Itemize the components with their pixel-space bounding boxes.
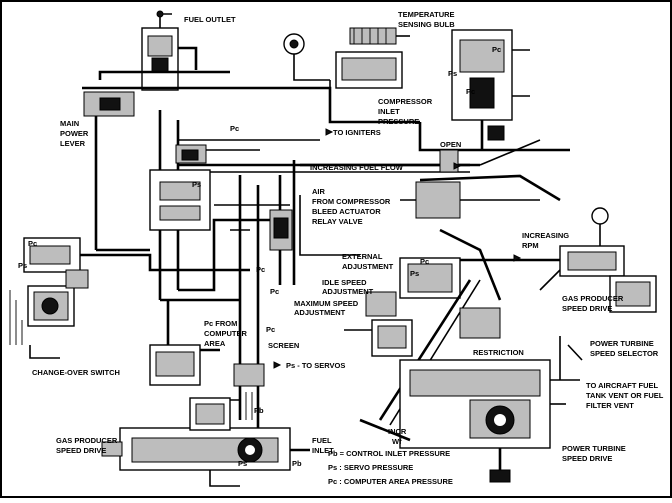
power-turbine-drive [359,336,583,483]
tag-pb-pump: Pb [292,459,302,468]
tag-ps-left: Ps [18,261,27,270]
label-air-4: RELAY VALVE [312,217,363,226]
temperature-sensing-bulb [283,27,410,96]
label-fuel-inlet-1: FUEL [312,436,332,445]
label-gas-producer-left-2: SPEED DRIVE [56,446,106,455]
label-wf: Wf [392,437,402,446]
legend-pc: Pc : COMPUTER AREA PRESSURE [328,477,453,486]
legend-pb: Pb = CONTROL INLET PRESSURE [328,449,450,458]
fuel-flow-rod [300,139,541,173]
tag-ps-adjust: Ps [410,269,419,278]
label-air-2: FROM COMPRESSOR [312,197,391,206]
label-main-lever-1: MAIN [60,119,79,128]
label-increasing-rpm-1: INCREASING [522,231,569,240]
tag-ps-pump: Ps [238,459,247,468]
adjustment-mechanism [344,257,501,426]
label-restriction: RESTRICTION [473,348,524,357]
label-vent-1: TO AIRCRAFT FUEL [586,381,658,390]
label-main-lever-2: POWER [60,129,89,138]
tag-pc-screen: Pc [266,325,275,334]
label-screen: SCREEN [268,341,299,350]
label-pt-drive-2: SPEED DRIVE [562,454,612,463]
label-incr: INCR [388,427,407,436]
label-changeover-switch: CHANGE-OVER SWITCH [32,368,120,377]
label-gas-producer-right-2: SPEED DRIVE [562,304,612,313]
label-max-adjustment-2: ADJUSTMENT [294,308,346,317]
changeover-switch-assembly [9,237,250,359]
label-gas-producer-left-1: GAS PRODUCER [56,436,118,445]
label-vent-3: FILTER VENT [586,401,634,410]
label-to-igniters: TO IGNITERS [333,128,381,137]
label-air-3: BLEED ACTUATOR [312,207,381,216]
label-pt-selector-1: POWER TURBINE [590,339,654,348]
legend-ps: Ps : SERVO PRESSURE [328,463,413,472]
label-open: OPEN [440,140,461,149]
label-increasing-rpm-2: RPM [522,241,539,250]
tag-pc-center: Pc [256,265,265,274]
label-max-adjustment-1: MAXIMUM SPEED [294,299,359,308]
tag-pc-center-top: Pc [230,124,239,133]
label-vent-2: TANK VENT OR FUEL [586,391,664,400]
main-power-lever [83,91,207,164]
flow-arrows [273,128,522,369]
label-pc-from-2: COMPUTER [204,329,248,338]
label-idle-adjustment-1: IDLE SPEED [322,278,367,287]
fuel-outlet-valve [141,10,198,91]
tag-pc-top-right-lower: Pc [466,87,475,96]
label-temp-bulb-2: SENSING BULB [398,20,455,29]
tag-pc-left: Pc [28,239,37,248]
tag-pb-column: Pb [254,406,264,415]
label-pc-from-3: AREA [204,339,226,348]
tag-ps-top-right: Ps [448,69,457,78]
center-valve-block [149,169,293,251]
label-pt-drive-1: POWER TURBINE [562,444,626,453]
tag-pc-center-lower: Pc [270,287,279,296]
tag-ps-center: Ps [192,180,201,189]
label-ps-to-servos: Ps - TO SERVOS [286,361,345,370]
tag-pc-top-right: Pc [492,45,501,54]
label-increasing-fuel-flow: INCREASING FUEL FLOW [310,163,404,172]
tag-pc-adjust: Pc [420,257,429,266]
speed-governor [400,174,657,313]
label-compressor-inlet-3: PRESSURE [378,117,419,126]
label-main-lever-3: LEVER [60,139,86,148]
label-idle-adjustment-2: ADJUSTMENT [322,287,374,296]
label-temp-bulb-1: TEMPERATURE [398,10,455,19]
label-fuel-inlet-2: INLET [312,446,334,455]
label-fuel-outlet: FUEL OUTLET [184,15,236,24]
gas-producer-pump-left [101,397,310,487]
label-compressor-inlet-1: COMPRESSOR [378,97,433,106]
label-compressor-inlet-2: INLET [378,107,400,116]
label-pt-selector-2: SPEED SELECTOR [590,349,659,358]
label-external-adjustment-2: ADJUSTMENT [342,262,394,271]
label-pc-from-1: Pc FROM [204,319,237,328]
label-gas-producer-right-1: GAS PRODUCER [562,294,624,303]
compressor-inlet-module [418,29,570,152]
center-column [149,300,265,430]
label-external-adjustment-1: EXTERNAL [342,252,383,261]
label-air-1: AIR [312,187,326,196]
